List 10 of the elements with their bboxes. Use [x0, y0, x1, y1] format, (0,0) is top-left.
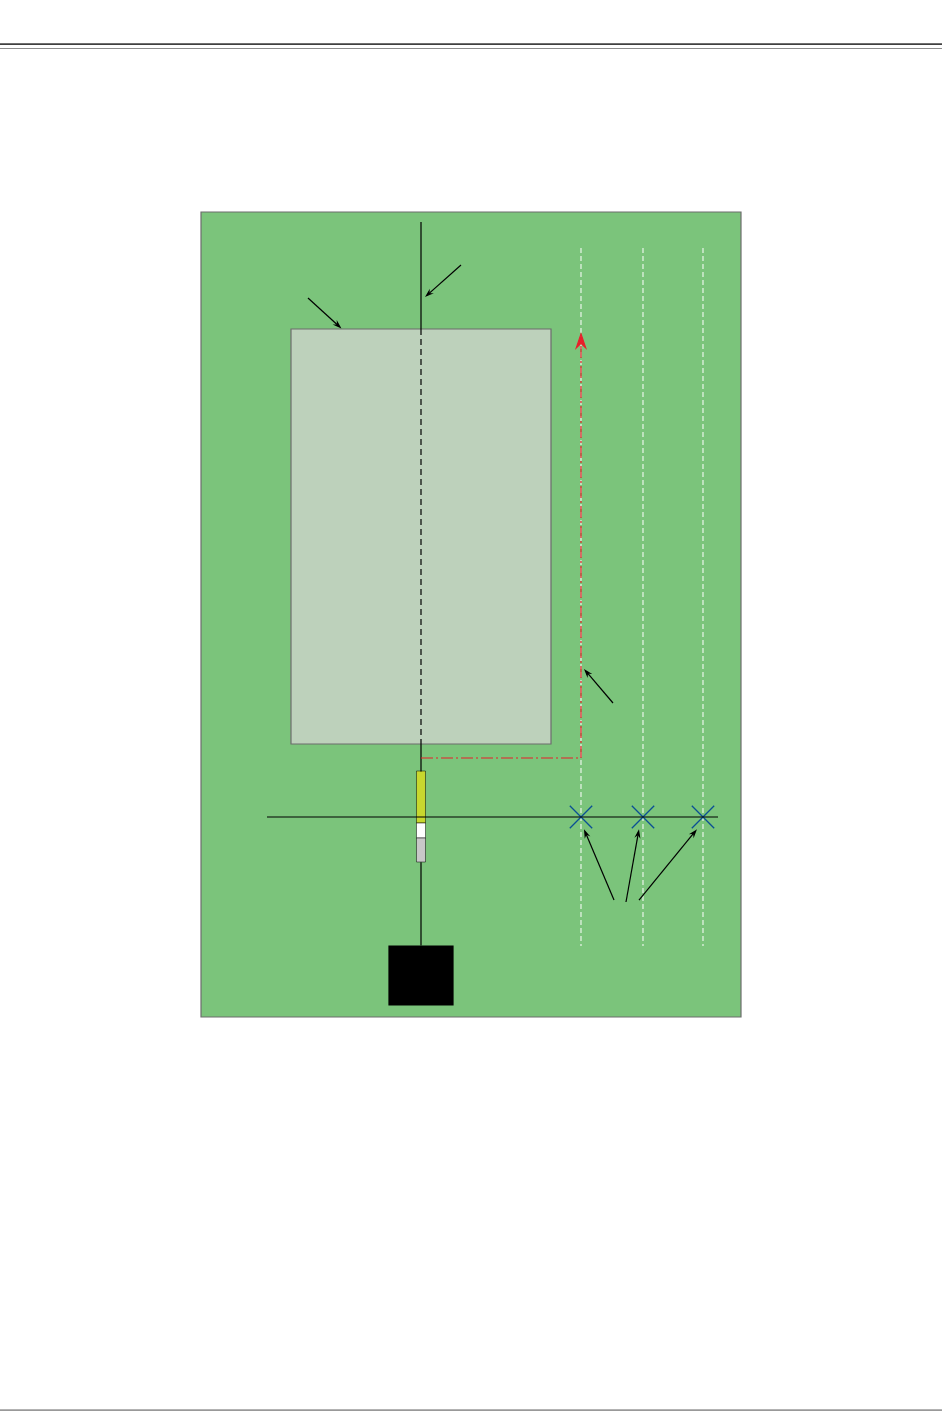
cross-mark	[691, 805, 715, 829]
obstacle-area	[290, 328, 552, 745]
drill-head	[416, 770, 426, 863]
bore-path-line	[420, 221, 422, 773]
drill-rig	[388, 945, 454, 1006]
cross-mark	[631, 805, 655, 829]
cross-mark	[569, 805, 593, 829]
leader-arrow	[584, 669, 614, 704]
leader-arrow	[425, 264, 462, 297]
drill-rod	[420, 861, 422, 946]
